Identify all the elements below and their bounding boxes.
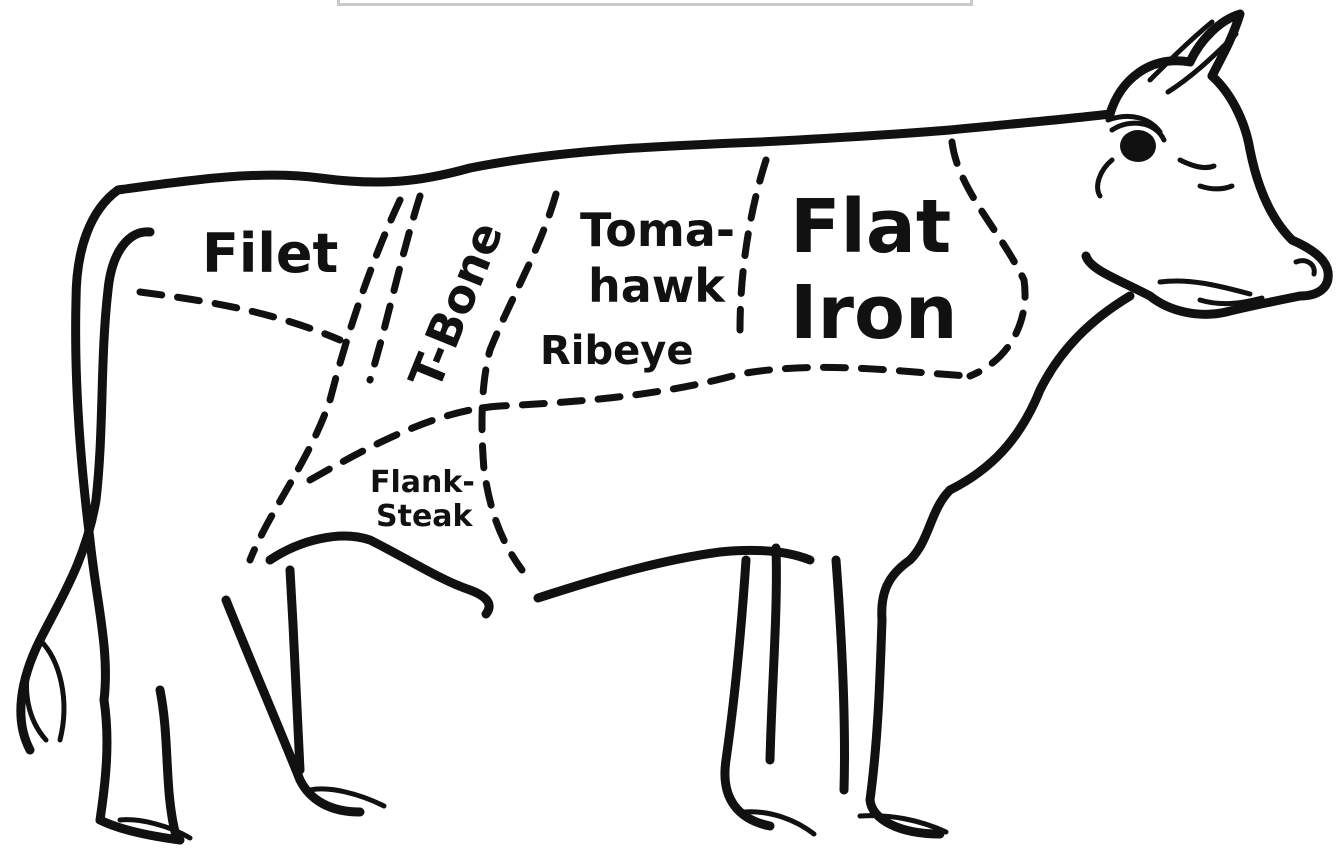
cow-nostril	[1296, 261, 1314, 274]
cow-belly-outline	[538, 550, 810, 598]
cut-line-flatiron-right	[952, 142, 1025, 376]
label-filet: Filet	[202, 222, 338, 285]
label-flank-line2: Steak	[376, 499, 474, 534]
cut-line-filet-bottom	[140, 292, 340, 340]
label-tomahawk-line2: hawk	[588, 259, 726, 313]
label-flat-iron-line2: Iron	[790, 270, 958, 356]
cow-front-leg-front	[836, 560, 940, 834]
cow-hind-belly-outline	[270, 536, 489, 614]
label-tomahawk-line1: Toma-	[580, 203, 735, 257]
cut-line-tomahawk-flatiron	[740, 160, 766, 330]
cow-hind-leg-back	[100, 690, 180, 840]
cow-eye	[1120, 130, 1156, 162]
label-t-bone: T-Bone	[398, 214, 513, 396]
cow-cheek-lines	[1180, 160, 1232, 189]
cow-mouth	[1160, 281, 1262, 304]
label-flank-line1: Flank-	[370, 465, 475, 500]
cow-front-leg-back	[725, 548, 776, 826]
label-ribeye: Ribeye	[540, 328, 693, 374]
cut-line-midbody	[310, 367, 970, 480]
label-flat-iron-line1: Flat	[790, 184, 951, 270]
cow-hind-leg-front	[226, 570, 360, 812]
